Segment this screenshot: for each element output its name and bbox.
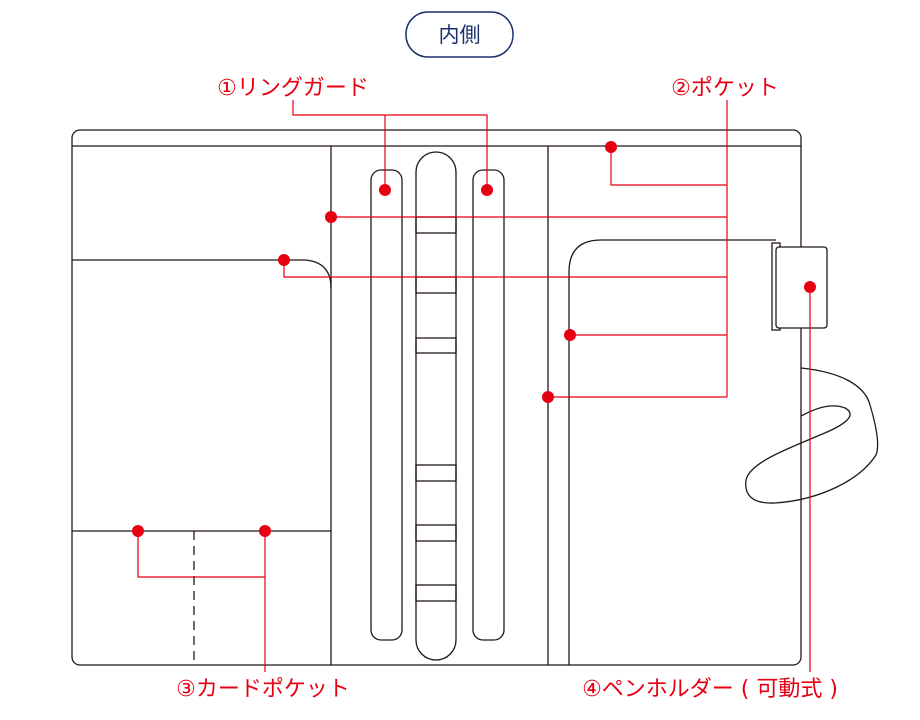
label-pocket: ②ポケット: [671, 76, 779, 101]
binder-outline: [71, 129, 802, 666]
card-pocket: [72, 530, 331, 665]
callout-card-pocket: ③カードポケット: [132, 525, 350, 702]
title-badge: 内側: [405, 11, 514, 58]
pen-holder: [771, 242, 828, 331]
title-text: 内側: [439, 23, 481, 47]
callout-pocket: ②ポケット: [278, 76, 779, 403]
label-card-pocket: ③カードポケット: [176, 677, 350, 702]
callout-pen-holder: ④ペンホルダー ( 可動式 ): [582, 281, 838, 702]
label-ring-guard: ①リングガード: [217, 76, 369, 101]
ring-mechanism: [415, 151, 457, 661]
closure-strap: [745, 367, 879, 504]
right-pocket: [568, 239, 776, 665]
ring-guard-left: [370, 169, 403, 641]
left-pocket: [72, 259, 332, 289]
ring-guard-right: [472, 169, 505, 641]
label-pen-holder: ④ペンホルダー ( 可動式 ): [582, 677, 838, 702]
callout-ring-guard: ①リングガード: [217, 76, 493, 196]
